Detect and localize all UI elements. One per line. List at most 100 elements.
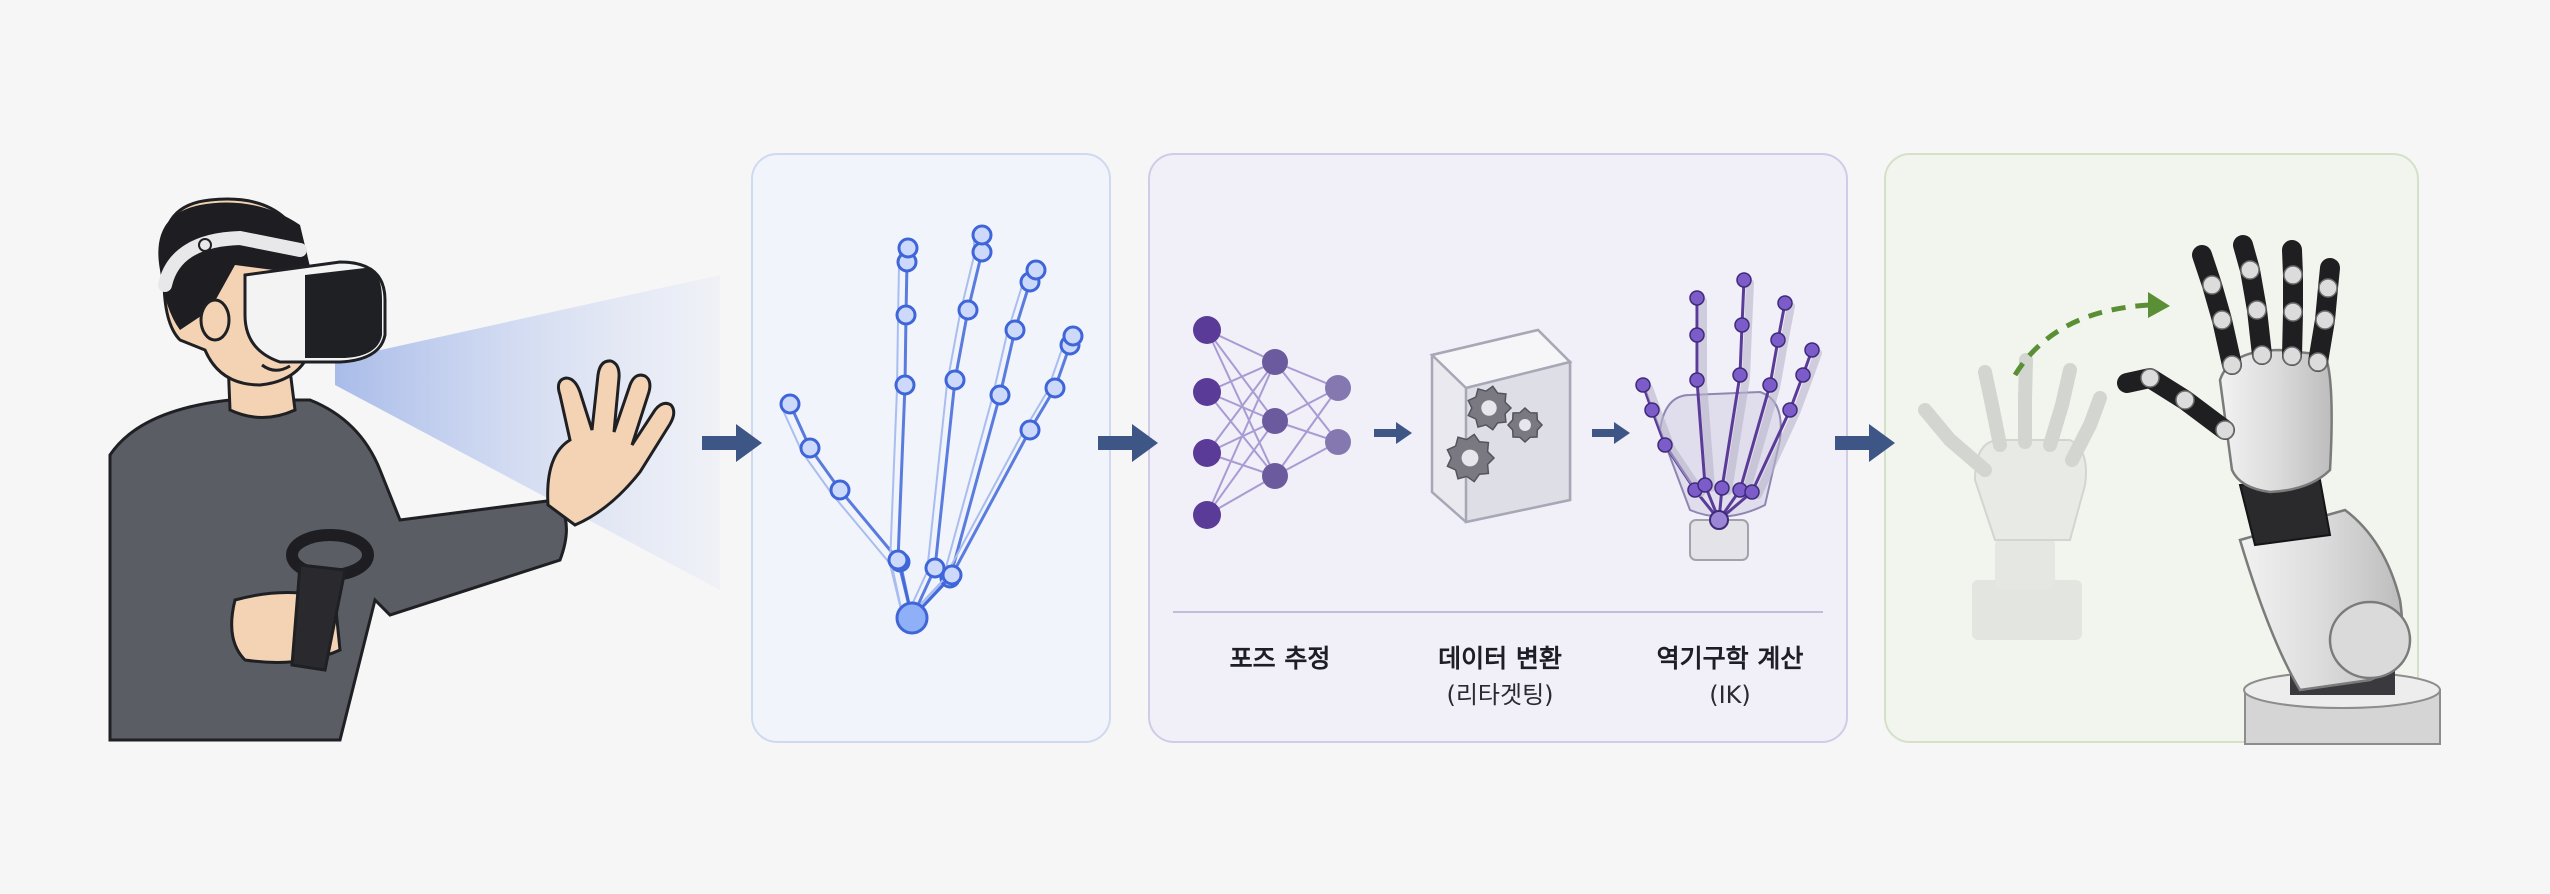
robot-hand-illustration (2117, 235, 2441, 745)
ik-joint (1804, 342, 1820, 358)
vr-user-illustration (108, 197, 720, 742)
arrow-right-icon (1098, 424, 1158, 462)
network-node (1193, 378, 1221, 406)
hand-skeleton-tracking (779, 224, 1084, 635)
motion-arrow (2012, 302, 2151, 377)
network-edge (1206, 420, 1276, 516)
flow-arrows (702, 422, 1895, 462)
skeleton-joint (779, 393, 801, 415)
gear-large-hub (1481, 400, 1497, 416)
ik-finger-link (1645, 384, 1705, 497)
ghost-finger (2065, 391, 2107, 467)
network-node (1193, 316, 1221, 344)
robot-finger-joint (2308, 352, 2328, 372)
gear-small-hub (1519, 419, 1531, 431)
network-node (1262, 349, 1288, 375)
skeleton-joint (971, 241, 993, 263)
arrow-right-icon (1592, 422, 1630, 444)
retargeting-cube-icon (1429, 328, 1573, 524)
pose-estimation-network-icon (1193, 316, 1351, 529)
ik-hand-skeleton (1635, 272, 1822, 561)
user-raised-hand (546, 359, 676, 527)
user-hair (158, 202, 312, 330)
robot-finger-joint (2222, 355, 2242, 375)
ik-finger-link (1724, 279, 1754, 495)
robot-finger-joint (2175, 390, 2195, 410)
skeleton-joint (989, 384, 1011, 406)
robot-finger-joint (2282, 346, 2302, 366)
skeleton-joint (1004, 319, 1026, 341)
skeleton-joint (897, 237, 919, 259)
step-title-inverse-kinematics: 역기구학 계산 (1656, 644, 1804, 673)
robot-finger-joint (2252, 345, 2272, 365)
skeleton-bone-shadow (781, 407, 905, 623)
ghost-finger (2018, 353, 2033, 449)
ghost-finger (1978, 365, 2007, 452)
network-node (1325, 375, 1351, 401)
vision-beam (335, 275, 720, 590)
skeleton-joint (895, 304, 917, 326)
network-edge (1206, 361, 1276, 454)
skeleton-joint (1025, 259, 1047, 281)
network-node (1262, 463, 1288, 489)
robot-finger-joint (2247, 300, 2267, 320)
motion-arrow-head (2148, 292, 2170, 318)
gear-icon (1446, 385, 1544, 483)
robot-finger (2117, 368, 2235, 440)
processing-divider (1173, 611, 1823, 613)
robot-finger-joint (2212, 310, 2232, 330)
skeleton-joint (924, 557, 946, 579)
robot-finger-joint (2202, 275, 2222, 295)
robot-finger (2192, 245, 2242, 375)
arrow-right-icon (1374, 422, 1412, 444)
skeleton-joint (971, 224, 993, 246)
network-node (1193, 439, 1221, 467)
skeleton-bone (788, 403, 914, 619)
ik-joint (1657, 437, 1673, 453)
ik-joint (1777, 295, 1793, 311)
robot-finger-joint (2240, 260, 2260, 280)
robot-finger-joint (2318, 278, 2338, 298)
network-edge (1206, 391, 1276, 477)
ghost-finger (2043, 363, 2077, 452)
step-subtitle-ik: (IK) (1709, 681, 1751, 709)
step-title-data-conversion: 데이터 변환 (1438, 644, 1562, 673)
skeleton-joint (894, 374, 916, 396)
network-node (1325, 429, 1351, 455)
network-edge (1206, 329, 1276, 477)
arrow-right-icon (702, 424, 762, 462)
skeleton-joint (957, 299, 979, 321)
robot-finger (2282, 240, 2303, 366)
network-edge (1274, 387, 1339, 477)
ik-joint (1635, 377, 1651, 393)
skeleton-joint (944, 369, 966, 391)
ik-finger-link (1754, 349, 1822, 499)
ghost-robot-hand (1918, 353, 2107, 640)
robot-finger-joint (2315, 310, 2335, 330)
skeleton-joint (1044, 377, 1066, 399)
robot-finger-joint (2215, 420, 2235, 440)
skeleton-joint (1019, 419, 1041, 441)
robot-finger-joint (2283, 265, 2303, 285)
ik-joint (1762, 377, 1778, 393)
ik-wrist-joint (1709, 510, 1729, 530)
ik-joint (1714, 480, 1730, 496)
headset-strap (158, 230, 307, 292)
ik-finger-link (1742, 302, 1795, 497)
ik-joint (1734, 317, 1750, 333)
ik-joint (1689, 290, 1705, 306)
network-edge (1206, 329, 1276, 422)
robot-finger-joint (2283, 302, 2303, 322)
ik-joint (1736, 272, 1752, 288)
step-title-pose-estimation: 포즈 추정 (1229, 644, 1331, 673)
ik-joint (1782, 402, 1798, 418)
network-node (1193, 501, 1221, 529)
arrow-right-icon (1835, 424, 1895, 462)
ik-finger-link (1699, 297, 1715, 492)
network-edge (1206, 361, 1276, 516)
step-subtitle-retargeting: (리타겟팅) (1446, 681, 1554, 709)
gear-bottom-hub (1461, 449, 1479, 467)
skeleton-joint (1062, 325, 1084, 347)
